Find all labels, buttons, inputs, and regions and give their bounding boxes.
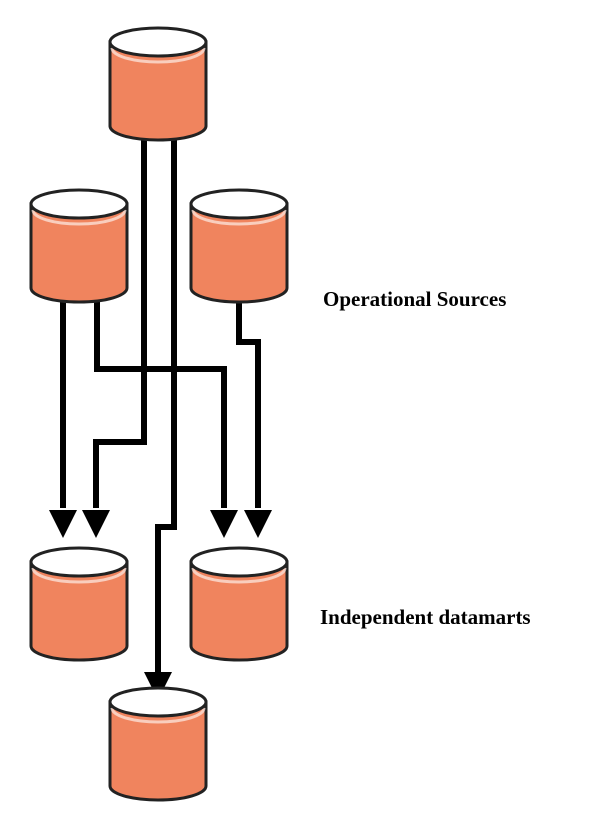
cylinder-body	[29, 560, 129, 662]
cylinder-highlight	[191, 209, 287, 226]
flow-arrow-left-to-mart-b	[94, 300, 227, 508]
cylinder-lid	[108, 686, 208, 718]
cylinder-highlight	[191, 567, 287, 584]
database-icon	[108, 686, 208, 802]
cylinder-lid	[29, 546, 129, 578]
cylinder-lid	[189, 188, 289, 220]
cylinder-body	[108, 700, 208, 802]
independent-datamarts-label: Independent datamarts	[320, 605, 531, 629]
database-icon	[108, 26, 208, 142]
cylinder-body	[29, 202, 129, 304]
cylinder-lid	[29, 188, 129, 220]
operational-sources-label: Operational Sources	[323, 287, 507, 311]
cylinder-highlight	[110, 47, 206, 64]
cylinder-highlight	[31, 567, 127, 584]
arrowhead-mart-b-inner	[210, 510, 238, 538]
flow-arrow-top-to-mart-a	[93, 140, 147, 508]
cylinder-lid	[189, 546, 289, 578]
cylinder-body	[108, 40, 208, 142]
cylinder-highlight	[110, 707, 206, 724]
arrowhead-mart-a-outer	[49, 510, 77, 538]
cylinder-body	[189, 202, 289, 304]
flow-arrow-right-to-mart-b	[236, 302, 261, 508]
cylinder-lid	[108, 26, 208, 58]
cylinder-highlight	[31, 209, 127, 226]
database-icon	[189, 188, 289, 304]
arrowhead-mart-a-inner	[82, 510, 110, 538]
database-icon	[29, 546, 129, 662]
arrowhead-mart-c	[144, 672, 172, 700]
cylinder-body	[189, 560, 289, 662]
database-icon	[29, 188, 129, 304]
flow-connectors	[49, 140, 272, 700]
database-icon	[189, 546, 289, 662]
arrowhead-mart-b-outer	[244, 510, 272, 538]
flow-arrow-top-to-mart-c	[155, 140, 177, 672]
